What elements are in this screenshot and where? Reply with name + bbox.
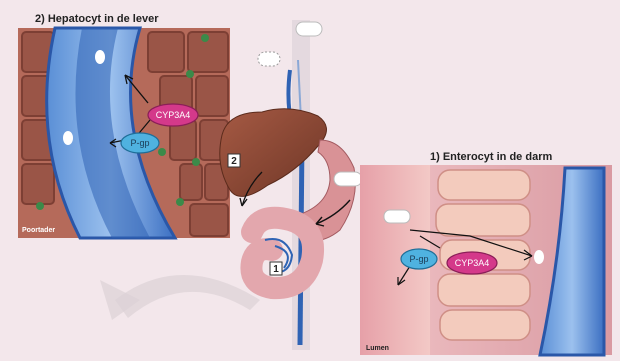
- small-intestine: [251, 218, 313, 288]
- return-arrow: [115, 275, 260, 318]
- return-arrow-head: [100, 280, 140, 320]
- intestine-panel-title: 1) Enterocyt in de darm: [430, 151, 552, 163]
- pill-in-stomach: [334, 172, 362, 186]
- cyp3a4-intestine-label: CYP3A4: [455, 258, 490, 268]
- cyp3a4-liver-label: CYP3A4: [156, 110, 191, 120]
- pill-dissolving: [258, 52, 280, 66]
- pill-in-lumen: [384, 210, 410, 223]
- step-2-label: 2: [231, 156, 237, 167]
- liver-panel: CYP3A4 P-gp Poortader: [18, 28, 230, 238]
- liver-panel-title: 2) Hepatocyt in de lever: [35, 13, 159, 25]
- pgp-liver-label: P-gp: [130, 138, 149, 148]
- step-1-label: 1: [273, 264, 279, 275]
- pill-swallowed: [296, 22, 322, 36]
- intestine-panel: P-gp CYP3A4 Lumen: [360, 165, 612, 355]
- portal-vein-label: Poortader: [22, 227, 55, 234]
- liver-organ: [220, 109, 327, 197]
- pgp-intestine-label: P-gp: [409, 254, 428, 264]
- lumen-label: Lumen: [366, 345, 389, 352]
